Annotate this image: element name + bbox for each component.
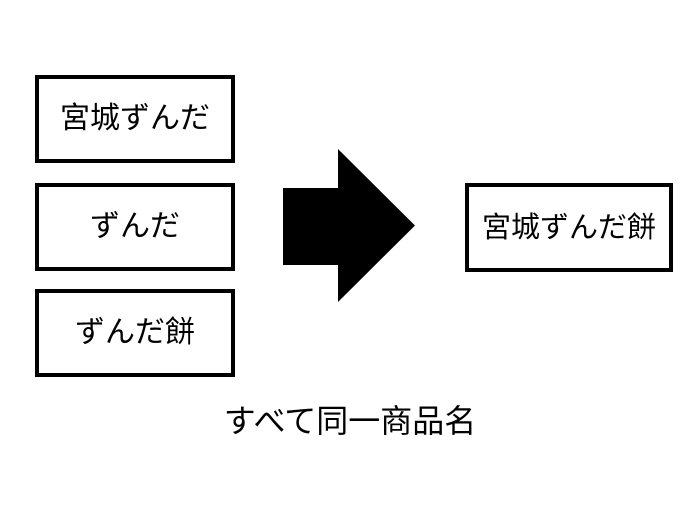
source-box-2: ずんだ (35, 183, 235, 271)
result-box-label: 宮城ずんだ餅 (481, 210, 656, 244)
source-box-2-label: ずんだ (90, 209, 180, 244)
caption: すべて同一商品名 (223, 402, 477, 440)
right-arrow-shape (283, 149, 415, 302)
right-arrow-icon (283, 149, 415, 302)
result-box: 宮城ずんだ餅 (465, 183, 673, 272)
source-box-1: 宮城ずんだ (35, 75, 235, 163)
source-box-3-label: ずんだ餅 (75, 315, 195, 350)
source-box-1-label: 宮城ずんだ (60, 101, 210, 136)
source-box-3: ずんだ餅 (35, 289, 235, 377)
